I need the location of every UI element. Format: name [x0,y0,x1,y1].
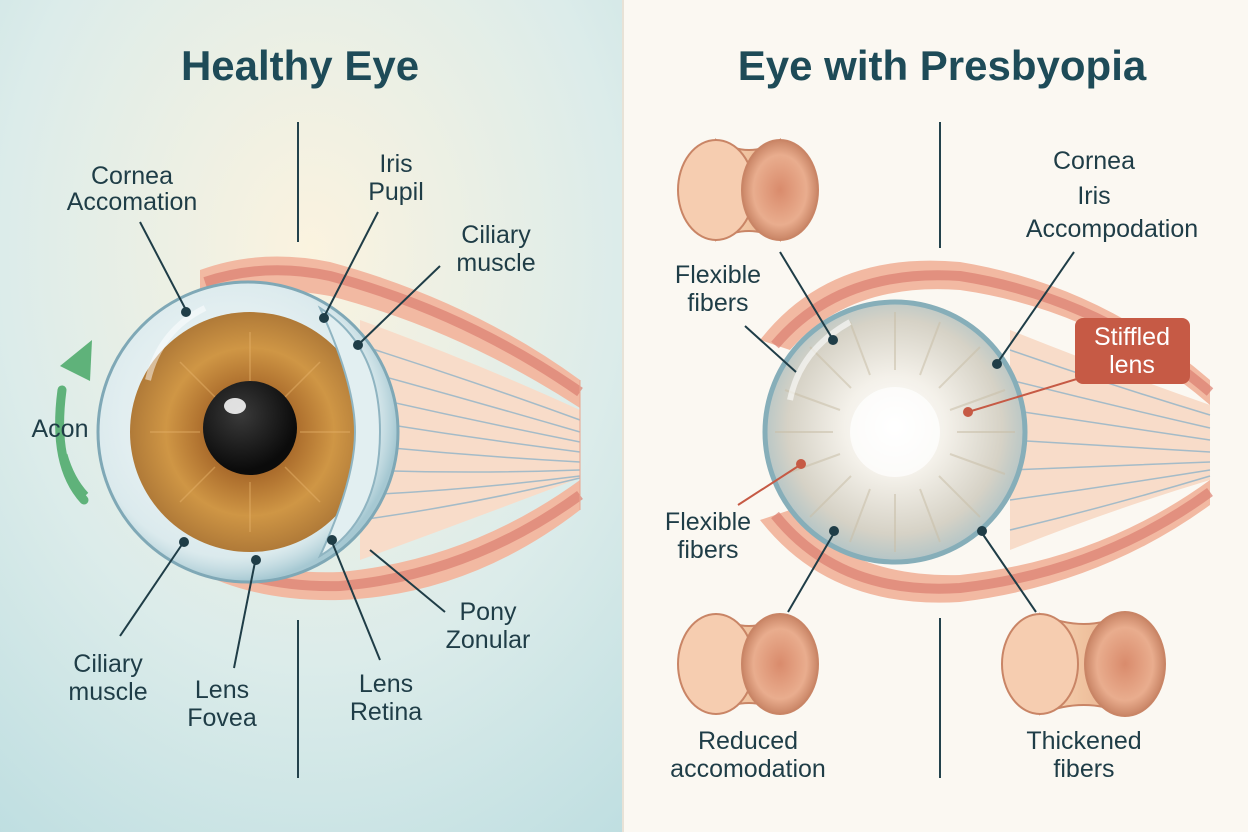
stiffled-lens-badge [1075,318,1190,384]
label-stiffled-2: lens [1109,351,1155,379]
label-thickened-2: fibers [1053,755,1114,783]
label-accomation: Accomation [67,188,198,216]
stiffened-lens [762,299,1028,565]
label-iris: Iris [379,150,412,178]
presbyopia-title: Eye with Presbyopia [738,42,1147,89]
label-fovea: Fovea [187,704,257,732]
lens-shape [317,305,382,559]
label-retina: Retina [350,698,422,726]
label-ciliary-top-2: muscle [456,249,535,277]
label-flexible-mid-2: fibers [677,536,738,564]
healthy-eyeball [96,280,400,584]
label-ciliary-bottom-2: muscle [68,678,147,706]
label-accompodation: Accompodation [1026,215,1198,243]
accommodation-arrow [55,340,92,505]
label-iris-right: Iris [1077,182,1110,210]
fiber-cylinder-bottom-right [1001,611,1166,717]
ciliary-muscle-bands [195,256,583,601]
label-thickened-1: Thickened [1026,727,1141,755]
healthy-eye-title: Healthy Eye [181,42,419,89]
label-stiffled-1: Stiffled [1094,323,1170,351]
healthy-leader-lines [119,211,446,669]
label-reduced-1: Reduced [698,727,798,755]
label-zonular: Zonular [446,626,531,654]
label-lens-right: Lens [359,670,413,698]
presbyopia-leader-lines [737,251,1091,613]
fiber-cylinder-bottom-left [677,613,819,715]
label-lens: Lens [195,676,249,704]
label-flexible-top-2: fibers [687,289,748,317]
label-cornea: Cornea [91,162,173,190]
label-ciliary-top-1: Ciliary [461,221,531,249]
fiber-cylinder-top-left [677,138,819,242]
presbyopia-panel: Eye with Presbyopia Cornea Iris Accompod… [622,0,1248,832]
label-cornea-right: Cornea [1053,147,1135,175]
label-pupil: Pupil [368,178,424,206]
label-flexible-mid-1: Flexible [665,508,751,536]
label-flexible-top-1: Flexible [675,261,761,289]
label-ciliary-bottom-1: Ciliary [73,650,143,678]
healthy-eye-panel: Healthy Eye Cornea Accomation Iris Pupil… [0,0,622,832]
label-reduced-2: accomodation [670,755,826,783]
label-pony: Pony [460,598,517,626]
pupil [203,381,297,475]
label-acon: Acon [32,415,89,443]
